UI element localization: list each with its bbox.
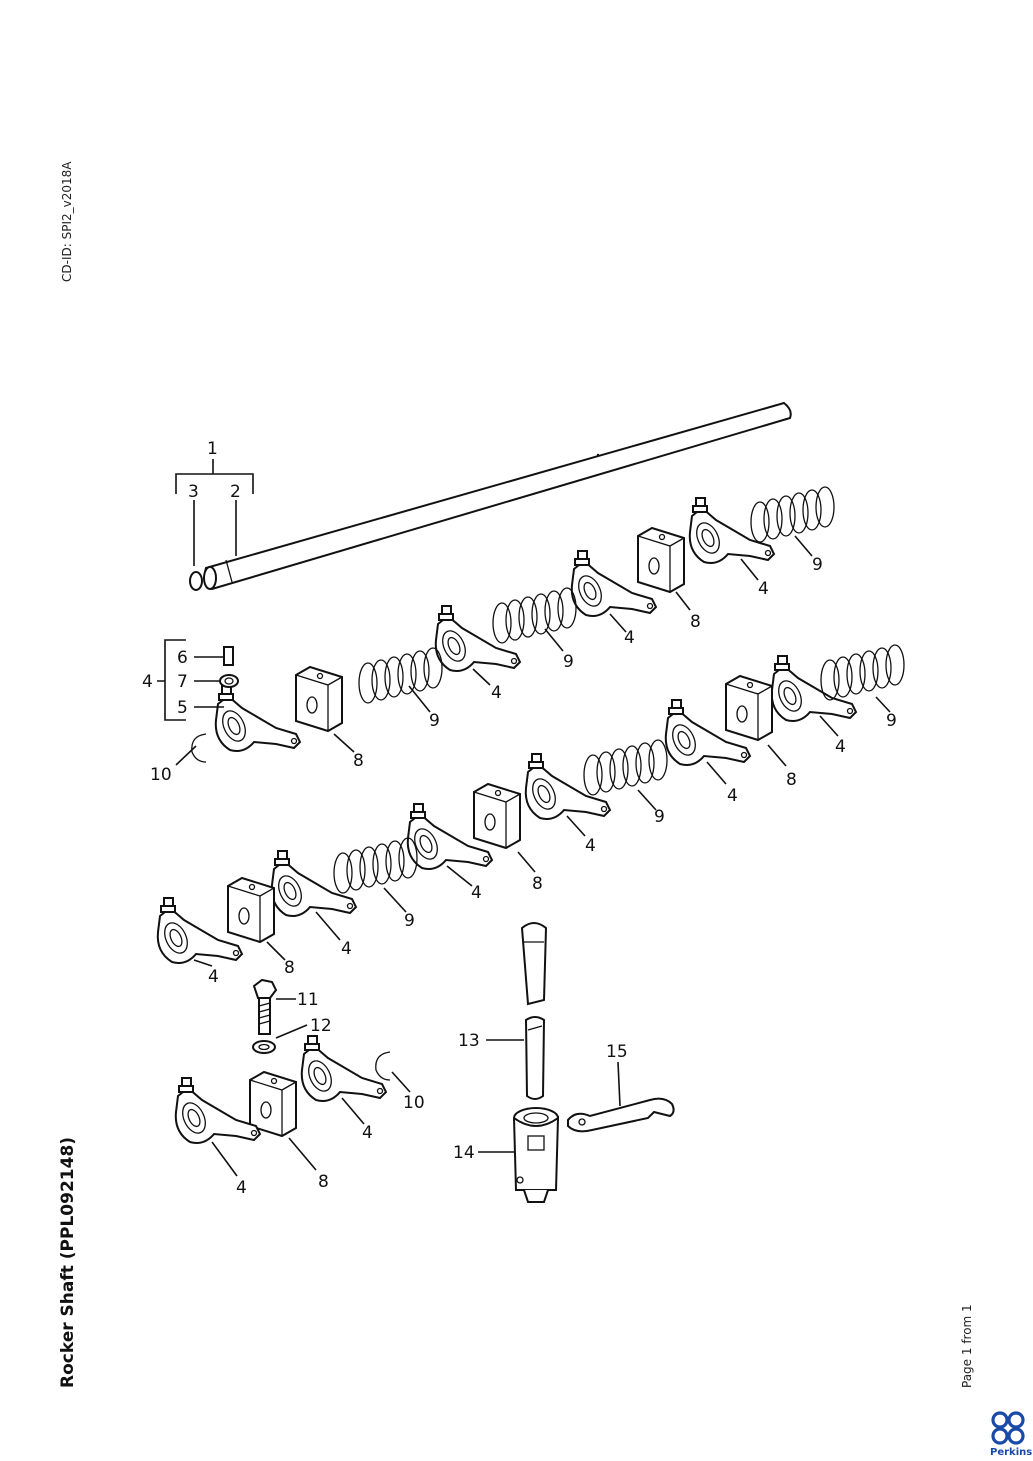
spring-part — [750, 486, 835, 543]
circlip-part — [375, 1051, 391, 1081]
callout-9: 9 — [812, 555, 823, 575]
callout-4: 4 — [585, 836, 596, 856]
rocker-arm-part — [770, 655, 857, 722]
support-block-part — [473, 783, 521, 849]
callout-9: 9 — [654, 807, 665, 827]
callout-1: 1 — [207, 439, 218, 459]
callout-9: 9 — [563, 652, 574, 672]
callout-13: 13 — [458, 1031, 480, 1051]
callout-8: 8 — [690, 612, 701, 632]
pin-tool-lower — [524, 1016, 546, 1100]
spring-part — [492, 587, 577, 644]
spring-part — [333, 837, 418, 894]
callout-4: 4 — [341, 939, 352, 959]
washer-part — [252, 1040, 276, 1054]
support-block-part — [725, 675, 773, 741]
callout-9: 9 — [886, 711, 897, 731]
lock-nut — [219, 674, 239, 688]
callout-7: 7 — [177, 672, 188, 692]
callout-4: 4 — [835, 737, 846, 757]
callout-11: 11 — [297, 990, 319, 1010]
perkins-logo-icon — [991, 1411, 1025, 1445]
callout-4: 4 — [208, 967, 219, 987]
adjusting-screw — [223, 646, 234, 666]
callout-3: 3 — [188, 482, 199, 502]
callout-4: 4 — [471, 883, 482, 903]
callout-4: 4 — [362, 1123, 373, 1143]
rocker-arm-part — [688, 497, 775, 564]
callout-2: 2 — [230, 482, 241, 502]
bolt-part — [252, 978, 278, 1035]
callout-4: 4 — [491, 683, 502, 703]
rocker-arm-part — [300, 1035, 387, 1102]
callout-8: 8 — [284, 958, 295, 978]
rocker-shaft — [189, 401, 792, 591]
callout-5: 5 — [177, 698, 188, 718]
callout-4: 4 — [727, 786, 738, 806]
callout-10: 10 — [403, 1093, 425, 1113]
spring-part — [358, 647, 443, 704]
callout-4: 4 — [758, 579, 769, 599]
callout-12: 12 — [310, 1016, 332, 1036]
spanner-tool — [567, 1097, 675, 1133]
callout-4: 4 — [236, 1178, 247, 1198]
callout-8: 8 — [318, 1172, 329, 1192]
socket-adapter — [513, 1107, 560, 1203]
callout-8: 8 — [532, 874, 543, 894]
pin-tool-upper — [520, 922, 548, 1006]
support-block-part — [637, 527, 685, 593]
callout-14: 14 — [453, 1143, 475, 1163]
callout-9: 9 — [404, 911, 415, 931]
rocker-arm-part — [270, 850, 357, 917]
callout-6: 6 — [177, 648, 188, 668]
callout-4: 4 — [624, 628, 635, 648]
callout-4: 4 — [142, 672, 153, 692]
rocker-arm-part — [214, 685, 301, 752]
callout-10: 10 — [150, 765, 172, 785]
support-block-part — [227, 877, 275, 943]
spring-part — [820, 644, 905, 701]
callout-8: 8 — [786, 770, 797, 790]
spring-part — [583, 739, 668, 796]
callout-9: 9 — [429, 711, 440, 731]
brand-name: Perkins — [990, 1447, 1033, 1458]
callout-8: 8 — [353, 751, 364, 771]
callout-15: 15 — [606, 1042, 628, 1062]
support-block-part — [295, 666, 343, 732]
rocker-arm-part — [174, 1077, 261, 1144]
